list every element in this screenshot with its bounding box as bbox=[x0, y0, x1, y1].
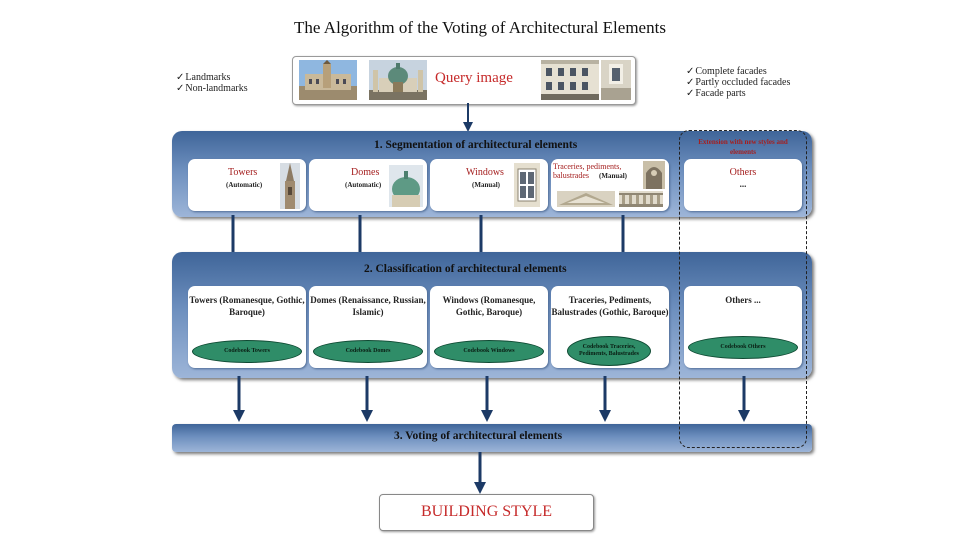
card-mode: (Manual) bbox=[599, 172, 627, 180]
traceries-class-card: Traceries, Pediments, Balustrades (Gothi… bbox=[551, 286, 669, 368]
left-checklist: Landmarks Non-landmarks bbox=[176, 72, 248, 94]
query-image-box: Query image bbox=[292, 56, 636, 105]
card-name: Windows bbox=[466, 167, 504, 178]
domes-class-card: Domes (Renaissance, Russian, Islamic) Co… bbox=[309, 286, 427, 368]
codebook-traceries: Codebook Traceries, Pediments, Balustrad… bbox=[567, 336, 651, 366]
traceries-segment-card: Traceries, pediments, balustrades (Manua… bbox=[551, 159, 669, 211]
checklist-item: Landmarks bbox=[176, 72, 248, 83]
classification-stage-title: 2. Classification of architectural eleme… bbox=[364, 263, 567, 275]
card-name: Towers bbox=[228, 167, 258, 178]
card-text: Windows (Romanesque, Gothic, Baroque) bbox=[442, 295, 536, 317]
arrows-classification-to-voting bbox=[233, 376, 750, 422]
segmentation-stage: 1. Segmentation of architectural element… bbox=[172, 131, 812, 217]
card-mode: (Automatic) bbox=[345, 181, 382, 189]
facade-photo-2 bbox=[601, 60, 631, 100]
segmentation-stage-title: 1. Segmentation of architectural element… bbox=[374, 139, 578, 151]
arrow-down-icon bbox=[463, 103, 473, 132]
card-mode: (Automatic) bbox=[226, 181, 263, 189]
balustrade-thumbnail bbox=[619, 191, 663, 207]
tower-thumbnail bbox=[280, 163, 300, 209]
codebook-others: Codebook Others bbox=[688, 336, 798, 359]
pediment-thumbnail bbox=[557, 191, 615, 207]
arrow-down-icon bbox=[474, 452, 486, 494]
others-segment-card: Others ... bbox=[684, 159, 802, 211]
windows-class-card: Windows (Romanesque, Gothic, Baroque) Co… bbox=[430, 286, 548, 368]
card-name: Traceries, pediments, balustrades bbox=[553, 162, 622, 180]
window-thumbnail bbox=[514, 163, 540, 207]
landmark-photo-1 bbox=[299, 60, 357, 100]
extension-label: Extension with new styles and elements bbox=[698, 138, 788, 156]
right-checklist: Complete facades Partly occluded facades… bbox=[686, 66, 790, 99]
checklist-item: Partly occluded facades bbox=[686, 77, 790, 88]
dome-thumbnail bbox=[389, 165, 423, 207]
card-name: Others bbox=[729, 167, 757, 178]
checklist-item: Complete facades bbox=[686, 66, 790, 77]
classification-stage: 2. Classification of architectural eleme… bbox=[172, 252, 812, 378]
card-text: Others ... bbox=[725, 295, 761, 305]
card-text: Domes (Renaissance, Russian, Islamic) bbox=[310, 295, 426, 317]
codebook-domes: Codebook Domes bbox=[313, 340, 423, 363]
voting-stage-title: 3. Voting of architectural elements bbox=[394, 430, 563, 442]
facade-photo-1 bbox=[541, 60, 599, 100]
towers-class-card: Towers (Romanesque, Gothic, Baroque) Cod… bbox=[188, 286, 306, 368]
card-mode: ... bbox=[739, 179, 747, 189]
codebook-towers: Codebook Towers bbox=[192, 340, 302, 363]
landmark-photo-2 bbox=[369, 60, 427, 100]
tracery-thumbnail bbox=[643, 161, 665, 189]
others-class-card: Others ... Codebook Others bbox=[684, 286, 802, 368]
query-image-label: Query image bbox=[435, 70, 513, 86]
checklist-item: Facade parts bbox=[686, 88, 790, 99]
checklist-item: Non-landmarks bbox=[176, 83, 247, 94]
card-text: Towers (Romanesque, Gothic, Baroque) bbox=[189, 295, 305, 317]
card-text: Traceries, Pediments, Balustrades (Gothi… bbox=[551, 295, 669, 317]
extension-dashed-box bbox=[679, 130, 807, 448]
domes-segment-card: Domes (Automatic) bbox=[309, 159, 427, 211]
windows-segment-card: Windows (Manual) bbox=[430, 159, 548, 211]
card-name: Domes bbox=[351, 167, 380, 178]
card-mode: (Manual) bbox=[472, 181, 500, 189]
building-style-label: BUILDING STYLE bbox=[420, 503, 553, 520]
building-style-box: BUILDING STYLE bbox=[379, 494, 594, 531]
codebook-windows: Codebook Windows bbox=[434, 340, 544, 363]
towers-segment-card: Towers (Automatic) bbox=[188, 159, 306, 211]
page-title: The Algorithm of the Voting of Architect… bbox=[294, 18, 666, 37]
